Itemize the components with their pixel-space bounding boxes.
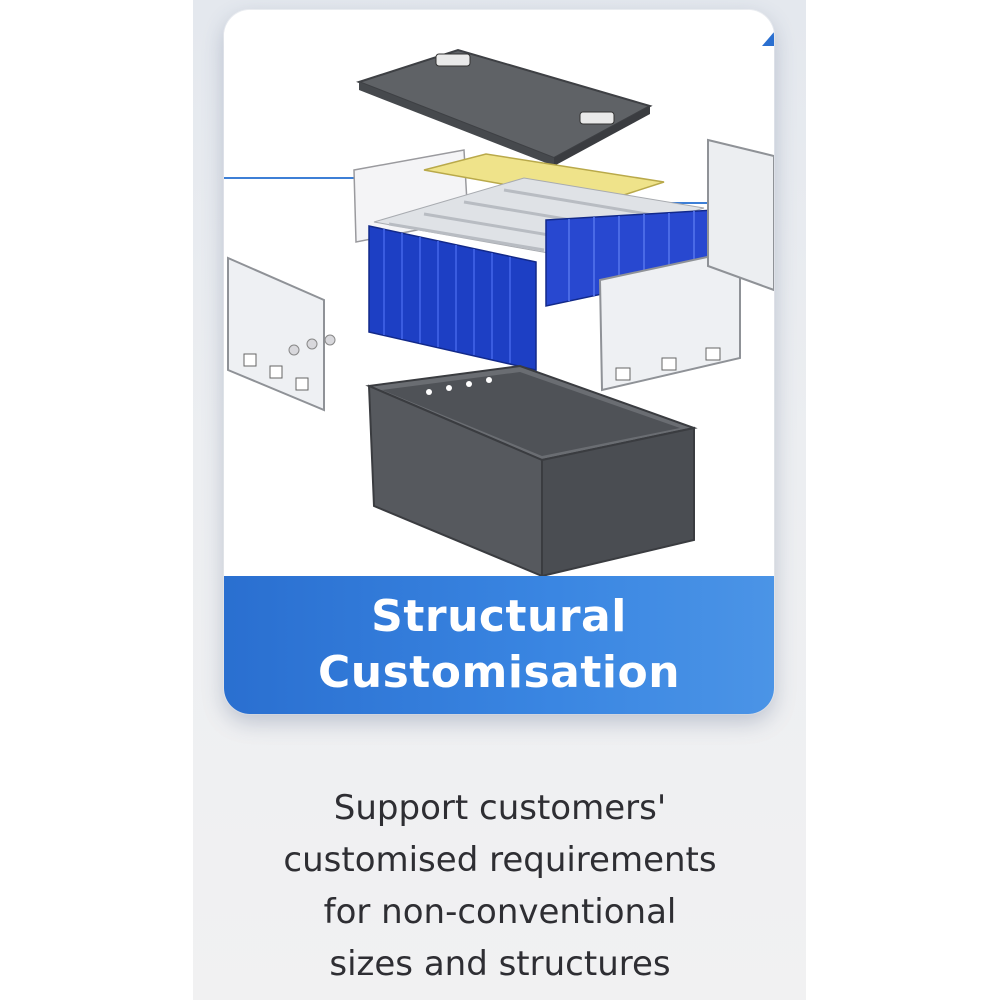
description-line: sizes and structures xyxy=(329,944,671,984)
side-plate-left xyxy=(227,256,325,412)
description-line: for non-conventional xyxy=(323,892,677,932)
battery-housing-side xyxy=(541,426,695,576)
description-line: customised requirements xyxy=(283,840,717,880)
feature-description: Support customers' customised requiremen… xyxy=(220,782,780,990)
end-plate-right xyxy=(598,248,741,392)
feature-card[interactable]: Structural Customisation xyxy=(224,10,774,714)
battery-housing-front xyxy=(367,384,543,576)
card-title-line-2: Customisation xyxy=(317,647,681,698)
card-title-line-1: Structural xyxy=(371,591,627,642)
battery-cells-left xyxy=(368,225,537,371)
description-line: Support customers' xyxy=(333,788,667,828)
battery-pack-illustration xyxy=(224,10,774,576)
card-title-banner: Structural Customisation xyxy=(224,576,774,714)
